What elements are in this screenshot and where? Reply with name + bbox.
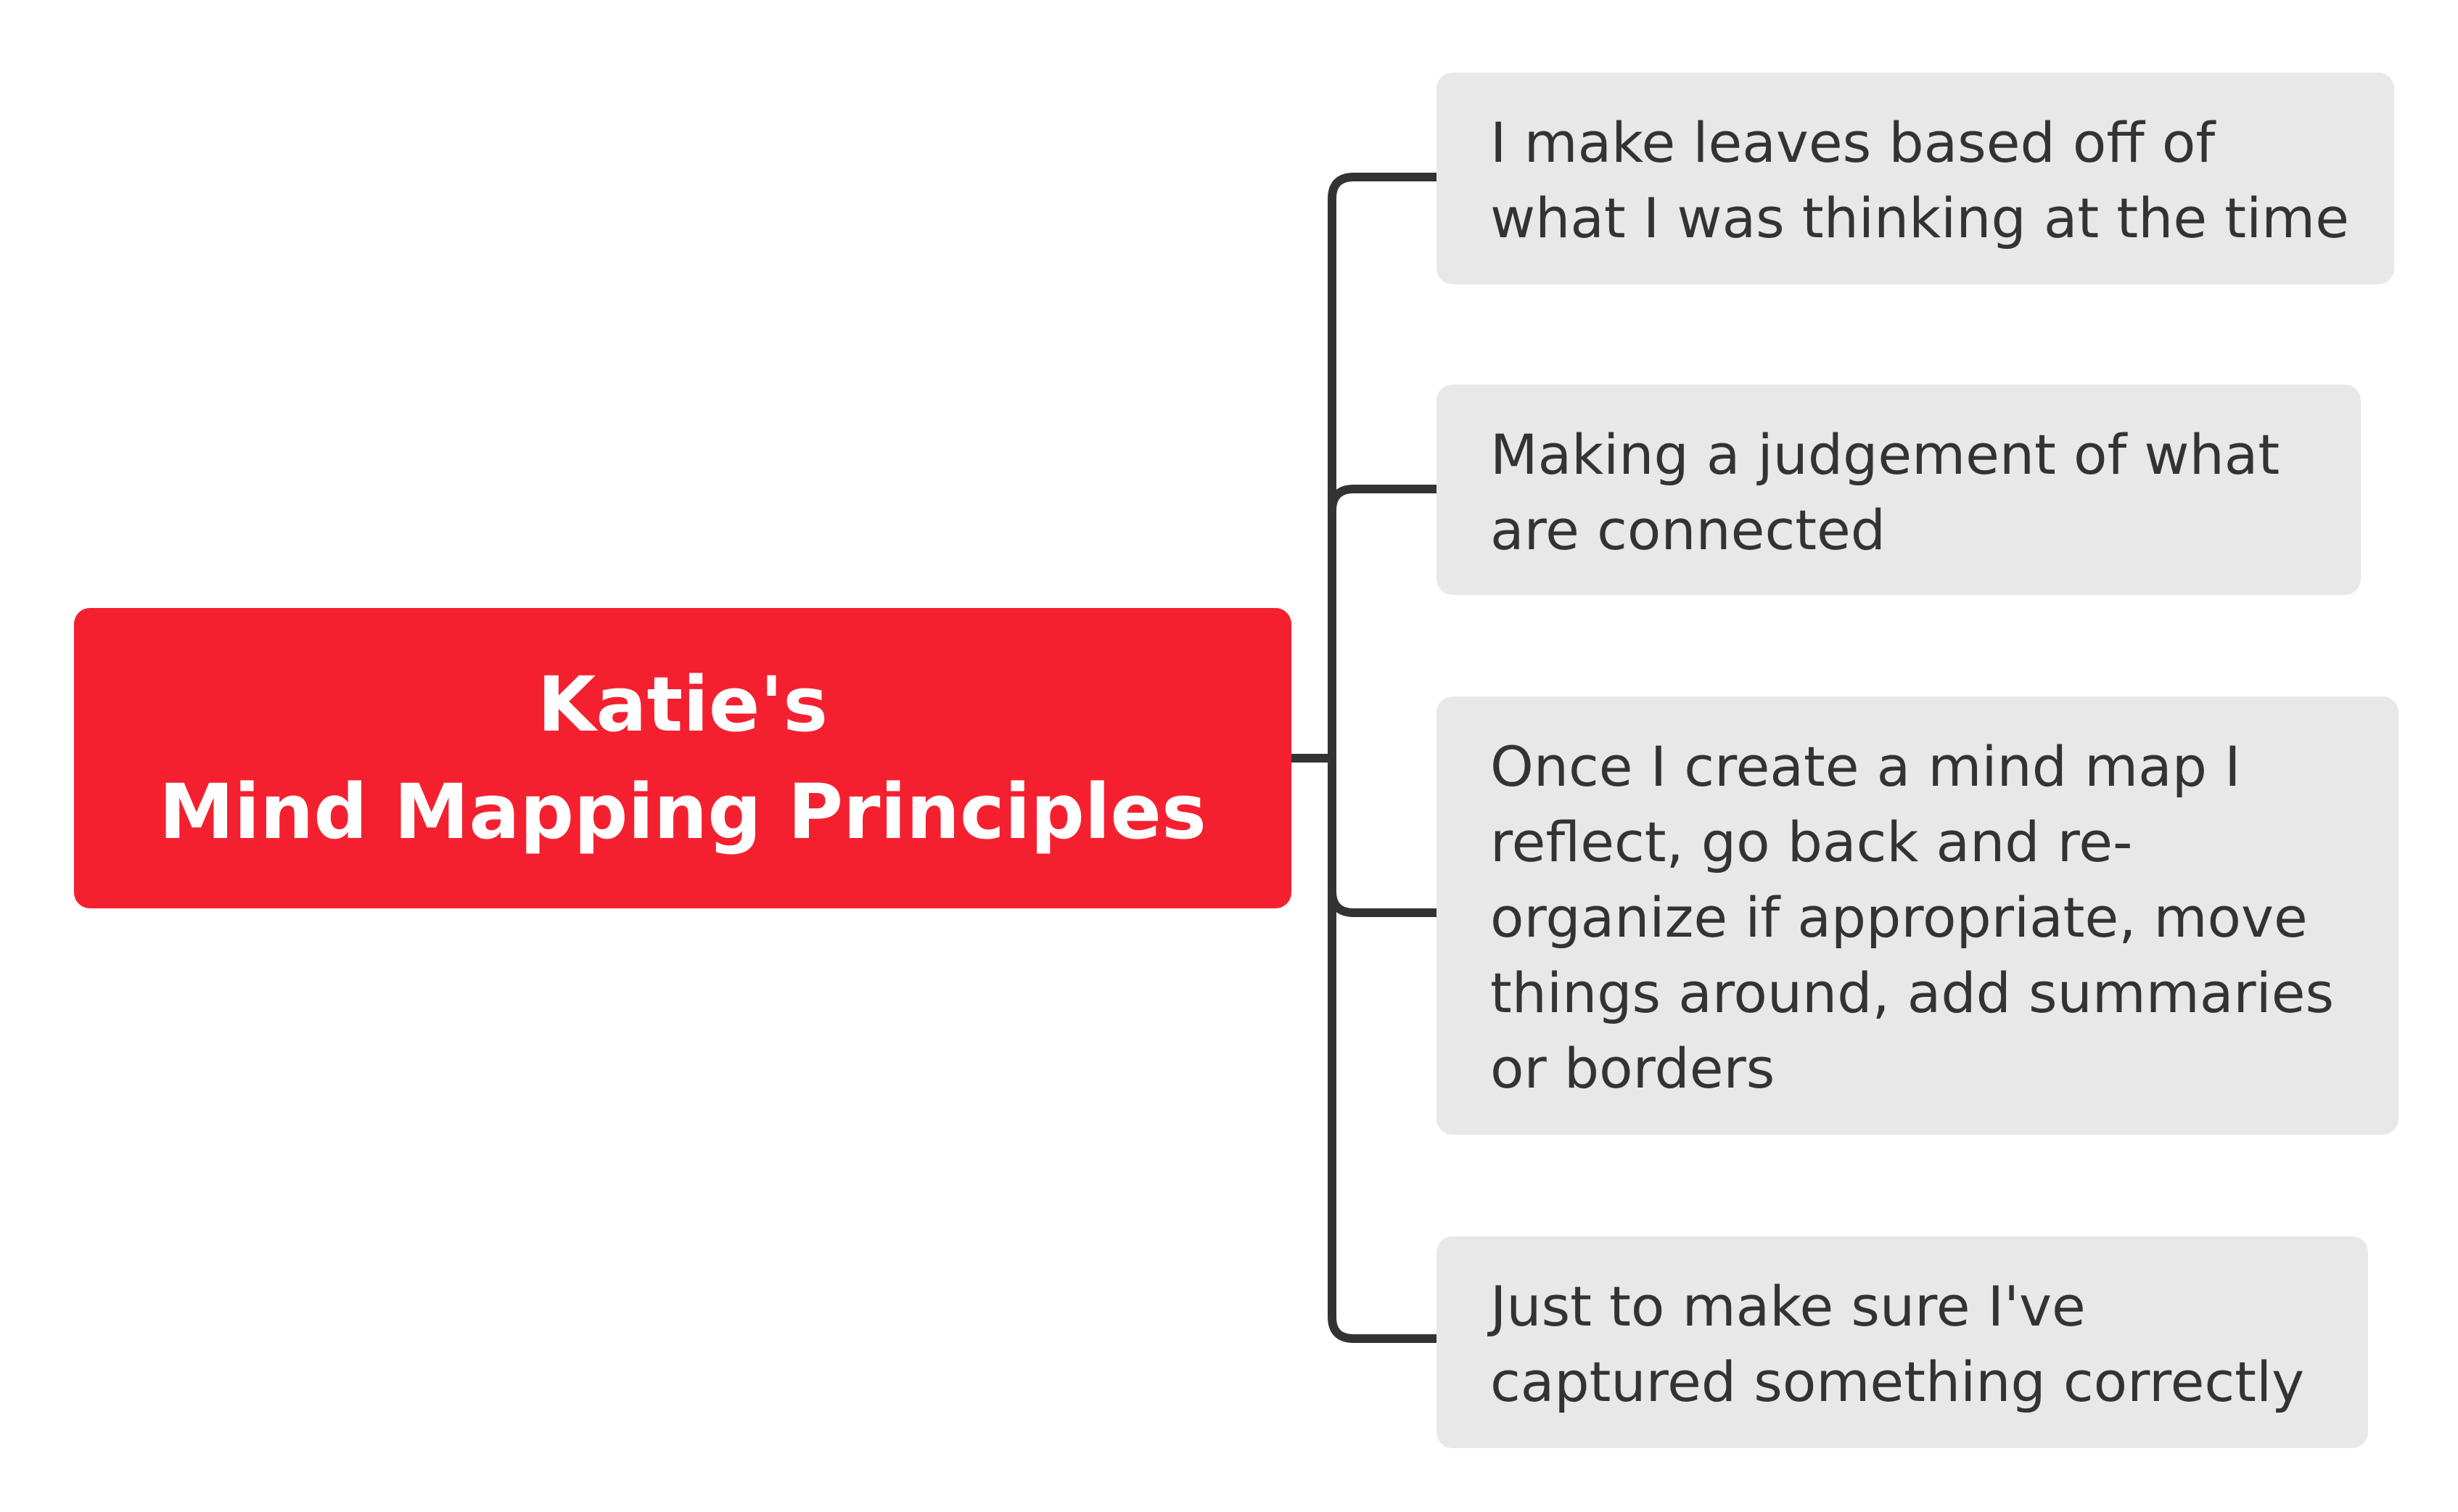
- connector-to-subtopic-2: [1328, 485, 1436, 511]
- subtopic-3[interactable]: Once I create a mind map I reflect, go b…: [1436, 697, 2399, 1135]
- central-topic[interactable]: Katie's Mind Mapping Principles: [74, 608, 1291, 908]
- subtopic-1-text: I make leaves based off of what I was th…: [1490, 110, 2349, 250]
- subtopic-3-text: Once I create a mind map I reflect, go b…: [1490, 734, 2335, 1101]
- subtopic-1[interactable]: I make leaves based off of what I was th…: [1436, 73, 2394, 284]
- subtopic-4-text: Just to make sure I've captured somethin…: [1490, 1274, 2305, 1414]
- connector-to-subtopic-1: [1328, 173, 1436, 1343]
- connector-to-subtopic-3: [1328, 890, 1436, 917]
- central-topic-title: Katie's Mind Mapping Principles: [159, 660, 1207, 856]
- subtopic-2-text: Making a judgement of what are connected: [1490, 422, 2280, 562]
- subtopic-2[interactable]: Making a judgement of what are connected: [1436, 385, 2361, 595]
- subtopic-4[interactable]: Just to make sure I've captured somethin…: [1436, 1236, 2368, 1448]
